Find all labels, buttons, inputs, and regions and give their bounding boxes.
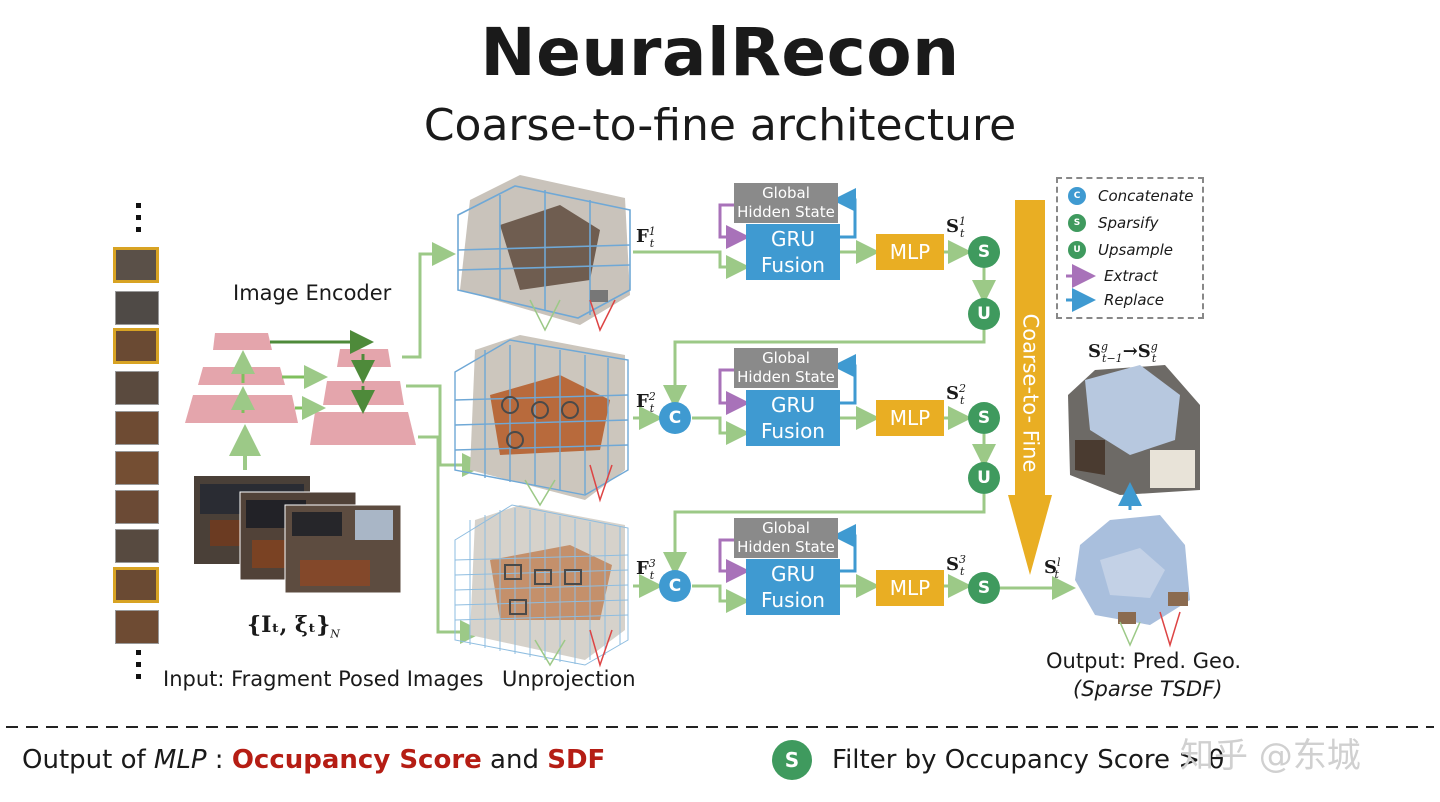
row-1-arrows — [633, 188, 996, 409]
global-hidden-state-1: Global Hidden State — [734, 183, 838, 223]
frame-thumb — [115, 411, 159, 445]
global-update-label: Sgt−1→Sgt — [1088, 340, 1158, 365]
upsample-icon: U — [1068, 241, 1086, 259]
gru-fusion-3: GRU Fusion — [746, 559, 840, 615]
frame-thumb-selected — [113, 328, 159, 364]
frame-thumb — [115, 451, 159, 485]
frame-thumb — [115, 291, 159, 325]
watermark: 知乎 @东城 — [1180, 736, 1361, 776]
page-title: NeuralRecon — [480, 14, 960, 91]
concat-node-2: C — [659, 402, 691, 434]
unprojection-volume-1 — [457, 175, 631, 332]
image-encoder-label: Image Encoder — [233, 281, 392, 305]
global-hidden-state-3: Global Hidden State — [734, 518, 838, 558]
output-sublabel: (Sparse TSDF) — [1073, 677, 1223, 701]
mlp-output-note: Output of MLP : Occupancy Score and SDF — [22, 745, 606, 775]
sparse-label-1: S1t — [946, 215, 966, 240]
feature-label-3: F3t — [636, 557, 656, 582]
frame-thumb-selected — [113, 567, 159, 603]
global-hidden-state-2: Global Hidden State — [734, 348, 838, 388]
gru-fusion-1: GRU Fusion — [746, 224, 840, 280]
frame-ellipsis-bottom — [136, 650, 141, 679]
mlp-3: MLP — [876, 570, 944, 606]
global-reconstruction — [1068, 365, 1200, 510]
upsample-node-1: U — [968, 298, 1000, 330]
frame-thumb — [115, 529, 159, 563]
image-encoder-pyramid — [185, 330, 416, 470]
gru-fusion-2: GRU Fusion — [746, 390, 840, 446]
sparse-label-2: S2t — [946, 382, 966, 407]
coarse-to-fine-arrow — [1008, 200, 1052, 575]
input-photo-stack — [194, 476, 402, 594]
sparse-label-3: S3t — [946, 553, 966, 578]
frame-thumb — [115, 610, 159, 644]
sparsify-legend-node: S — [772, 740, 812, 780]
legend-extract: Extract — [1104, 267, 1158, 285]
mlp-2: MLP — [876, 400, 944, 436]
sparsify-node-1: S — [968, 236, 1000, 268]
encoder-to-unprojection-arrows — [402, 242, 486, 644]
frame-ellipsis-top — [136, 203, 141, 232]
unprojection-label: Unprojection — [502, 667, 636, 691]
sparsify-node-2: S — [968, 402, 1000, 434]
sparsify-node-3: S — [968, 572, 1000, 604]
feature-label-2: F2t — [636, 390, 656, 415]
frame-thumb-selected — [113, 247, 159, 283]
sparse-label-final: Slt — [1044, 556, 1061, 581]
sparsify-icon: S — [1068, 214, 1086, 232]
output-label: Output: Pred. Geo. — [1046, 649, 1242, 673]
unprojection-volume-2 — [454, 335, 629, 507]
unprojection-volume-3 — [454, 504, 629, 668]
frame-thumb — [115, 371, 159, 405]
predicted-geometry — [1075, 515, 1190, 648]
concat-node-3: C — [659, 570, 691, 602]
filter-note: Filter by Occupancy Score > θ — [832, 745, 1225, 775]
concatenate-icon: C — [1068, 187, 1086, 205]
coarse-to-fine-label: Coarse-to- Fine — [1018, 313, 1043, 473]
feature-label-1: F1t — [636, 225, 656, 250]
input-set-math: {Iₜ, ξₜ}N — [247, 612, 340, 641]
page-subtitle: Coarse-to-fine architecture — [423, 100, 1017, 151]
row-2-arrows — [633, 354, 996, 576]
frame-thumb — [115, 490, 159, 524]
mlp-1: MLP — [876, 234, 944, 270]
legend-replace: Replace — [1104, 291, 1165, 309]
coarse-to-fine-label-wrap: Coarse-to- Fine — [1014, 308, 1046, 478]
input-caption: Input: Fragment Posed Images — [163, 667, 484, 691]
upsample-node-2: U — [968, 462, 1000, 494]
row-3-arrows — [633, 524, 1076, 613]
